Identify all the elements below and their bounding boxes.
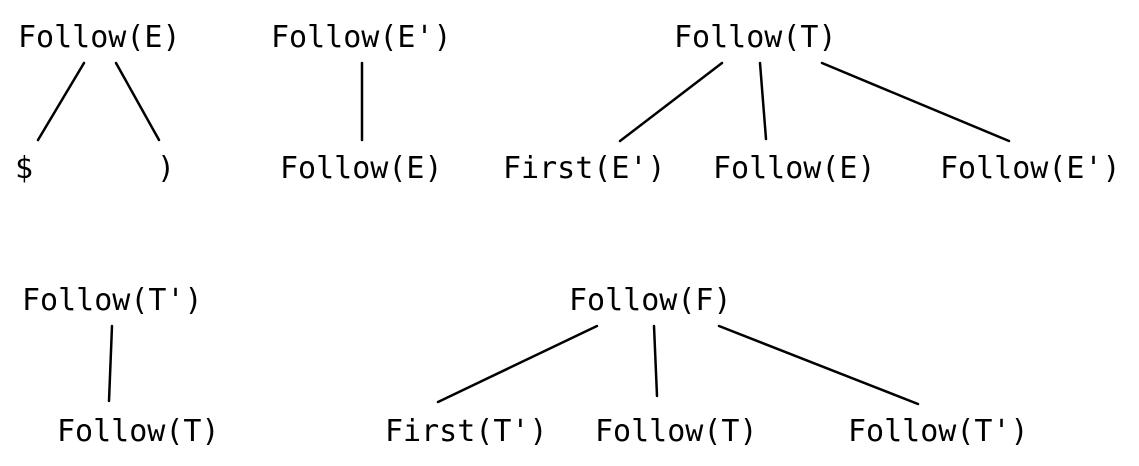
edge-follow-f-follow-t	[652, 324, 659, 398]
child-follow-t: Follow(T)	[57, 414, 220, 449]
edge-follow-e-dollar	[36, 61, 86, 142]
root-follow-e-prime: Follow(E')	[271, 20, 452, 55]
child-first-t-prime: First(T')	[385, 414, 548, 449]
child-close-paren: )	[157, 151, 175, 186]
root-follow-f: Follow(F)	[569, 283, 732, 318]
edge-follow-e-paren	[114, 61, 161, 142]
child-follow-t: Follow(T)	[595, 414, 758, 449]
child-dollar: $	[15, 151, 33, 186]
edge-follow-f-follow-t-prime	[717, 324, 920, 406]
child-follow-t-prime: Follow(T')	[848, 414, 1029, 449]
tree-follow-f: Follow(F) First(T') Follow(T) Follow(T')	[385, 283, 1029, 449]
tree-follow-e: Follow(E) $ )	[15, 20, 181, 186]
root-follow-t-prime: Follow(T')	[22, 283, 203, 318]
root-follow-e: Follow(E)	[18, 20, 181, 55]
child-follow-e: Follow(E)	[280, 151, 443, 186]
child-follow-e-prime: Follow(E')	[940, 151, 1121, 186]
edge-follow-t-follow-e	[758, 61, 768, 141]
edge-follow-f-first-t-prime	[436, 324, 599, 404]
tree-follow-t: Follow(T) First(E') Follow(E) Follow(E')	[503, 20, 1121, 186]
edge-follow-t-first-e-prime	[618, 61, 724, 143]
edge-follow-t-follow-e-prime	[820, 61, 1011, 143]
root-follow-t: Follow(T)	[674, 20, 837, 55]
tree-follow-e-prime: Follow(E') Follow(E)	[271, 20, 452, 186]
child-first-e-prime: First(E')	[503, 151, 666, 186]
edge-follow-t-prime-follow-t	[107, 324, 114, 403]
tree-follow-t-prime: Follow(T') Follow(T)	[22, 283, 220, 449]
child-follow-e: Follow(E)	[713, 151, 876, 186]
